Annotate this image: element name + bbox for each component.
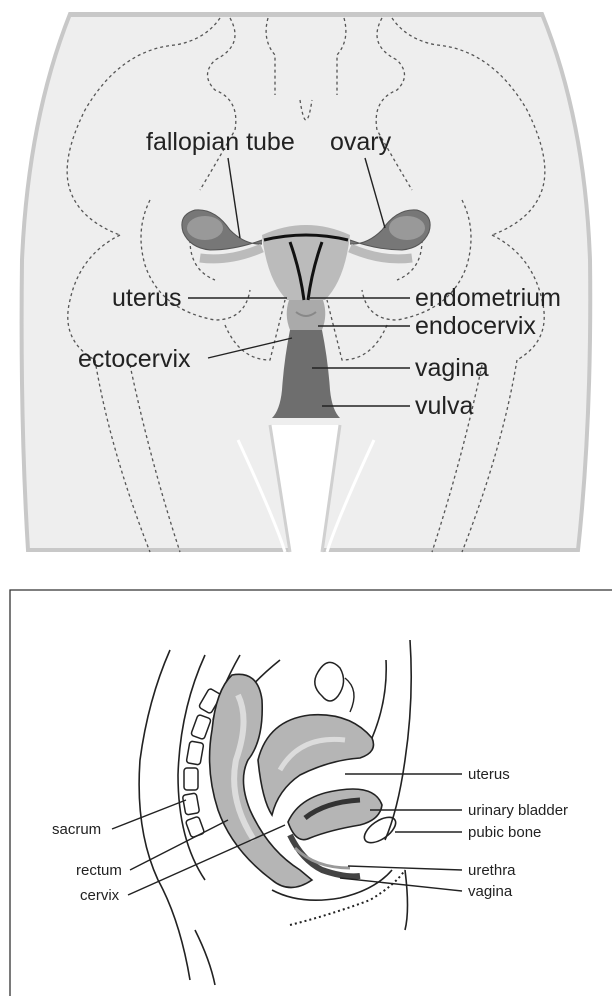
right-ovary [389, 216, 425, 240]
ovary-tube [315, 662, 344, 701]
top-border [70, 12, 542, 17]
label-uterus: uterus [112, 284, 181, 312]
label-endometrium: endometrium [415, 284, 561, 312]
sacrum-segments [182, 688, 221, 838]
front-view-diagram: fallopian tube ovary uterus endometrium … [0, 0, 612, 560]
uterus-shape [258, 715, 374, 815]
pelvis-side-illustration [139, 640, 411, 985]
label-pubic-bone: pubic bone [468, 824, 541, 841]
label-fallopian-tube: fallopian tube [146, 128, 295, 156]
label-vagina: vagina [415, 354, 489, 382]
label-side-uterus: uterus [468, 766, 510, 783]
label-cervix: cervix [80, 887, 120, 904]
label-side-vagina: vagina [468, 883, 513, 900]
label-urinary-bladder: urinary bladder [468, 802, 568, 819]
rectum-shape [210, 674, 312, 887]
label-rectum: rectum [76, 862, 122, 879]
label-urethra: urethra [468, 862, 516, 879]
label-vulva: vulva [415, 392, 473, 420]
label-sacrum: sacrum [52, 821, 101, 838]
side-view-frame [10, 590, 612, 996]
label-ectocervix: ectocervix [78, 345, 191, 373]
vagina-canal [290, 835, 360, 876]
pubic-bone-shape [360, 812, 400, 847]
label-ovary: ovary [330, 128, 392, 156]
bladder-shape [288, 789, 382, 840]
label-endocervix: endocervix [415, 312, 536, 340]
left-ovary [187, 216, 223, 240]
